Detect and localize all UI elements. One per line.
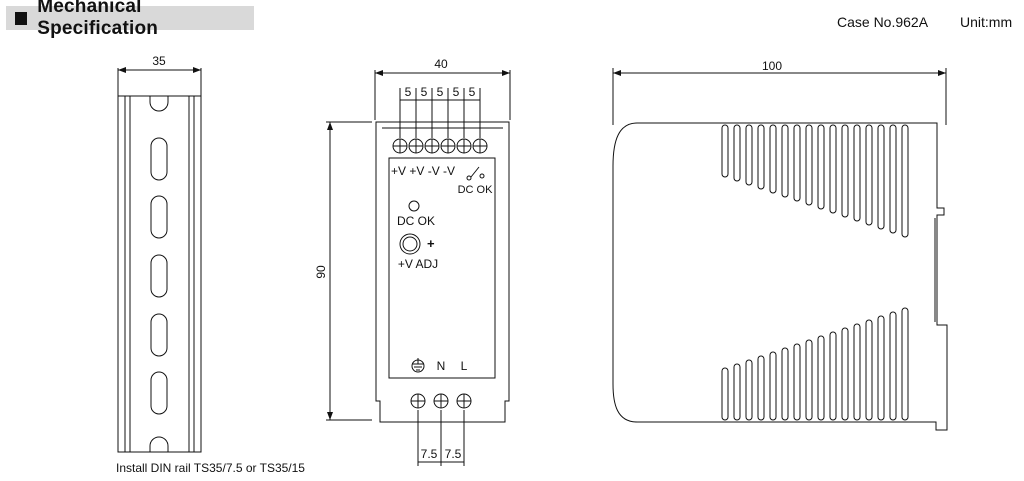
v-adj-label: +V ADJ xyxy=(398,257,438,271)
front-height-label: 90 xyxy=(314,265,328,279)
adj-plus-label: + xyxy=(427,236,435,251)
dc-ok-led-label: DC OK xyxy=(397,214,435,228)
input-pitch-label-1: 7.5 xyxy=(421,447,438,461)
din-rail-note: Install DIN rail TS35/7.5 or TS35/15 xyxy=(116,461,305,475)
side-view xyxy=(612,68,948,431)
din-rail-view xyxy=(117,67,202,453)
input-pitch-label-2: 7.5 xyxy=(445,447,462,461)
dc-ok-contact-label: DC OK xyxy=(458,184,494,196)
case-number: Case No.962A xyxy=(837,14,929,30)
pitch-label-5: 5 xyxy=(469,85,476,99)
pitch-label-1: 5 xyxy=(405,85,412,99)
pitch-label-2: 5 xyxy=(421,85,428,99)
front-width-label: 40 xyxy=(434,57,448,71)
front-view xyxy=(326,70,511,466)
side-depth-label: 100 xyxy=(762,59,782,73)
output-terminal-labels: +V +V -V -V xyxy=(391,164,455,178)
header-square-icon xyxy=(15,11,28,25)
section-title: Mechanical Specification xyxy=(37,0,159,39)
din-rail-width-label: 35 xyxy=(152,54,166,68)
input-label-l: L xyxy=(461,359,468,373)
pitch-label-4: 5 xyxy=(453,85,460,99)
input-label-n: N xyxy=(437,359,446,373)
unit-label: Unit:mm xyxy=(960,14,1013,30)
section-header: Mechanical Specification xyxy=(6,0,254,39)
pitch-label-3: 5 xyxy=(437,85,444,99)
